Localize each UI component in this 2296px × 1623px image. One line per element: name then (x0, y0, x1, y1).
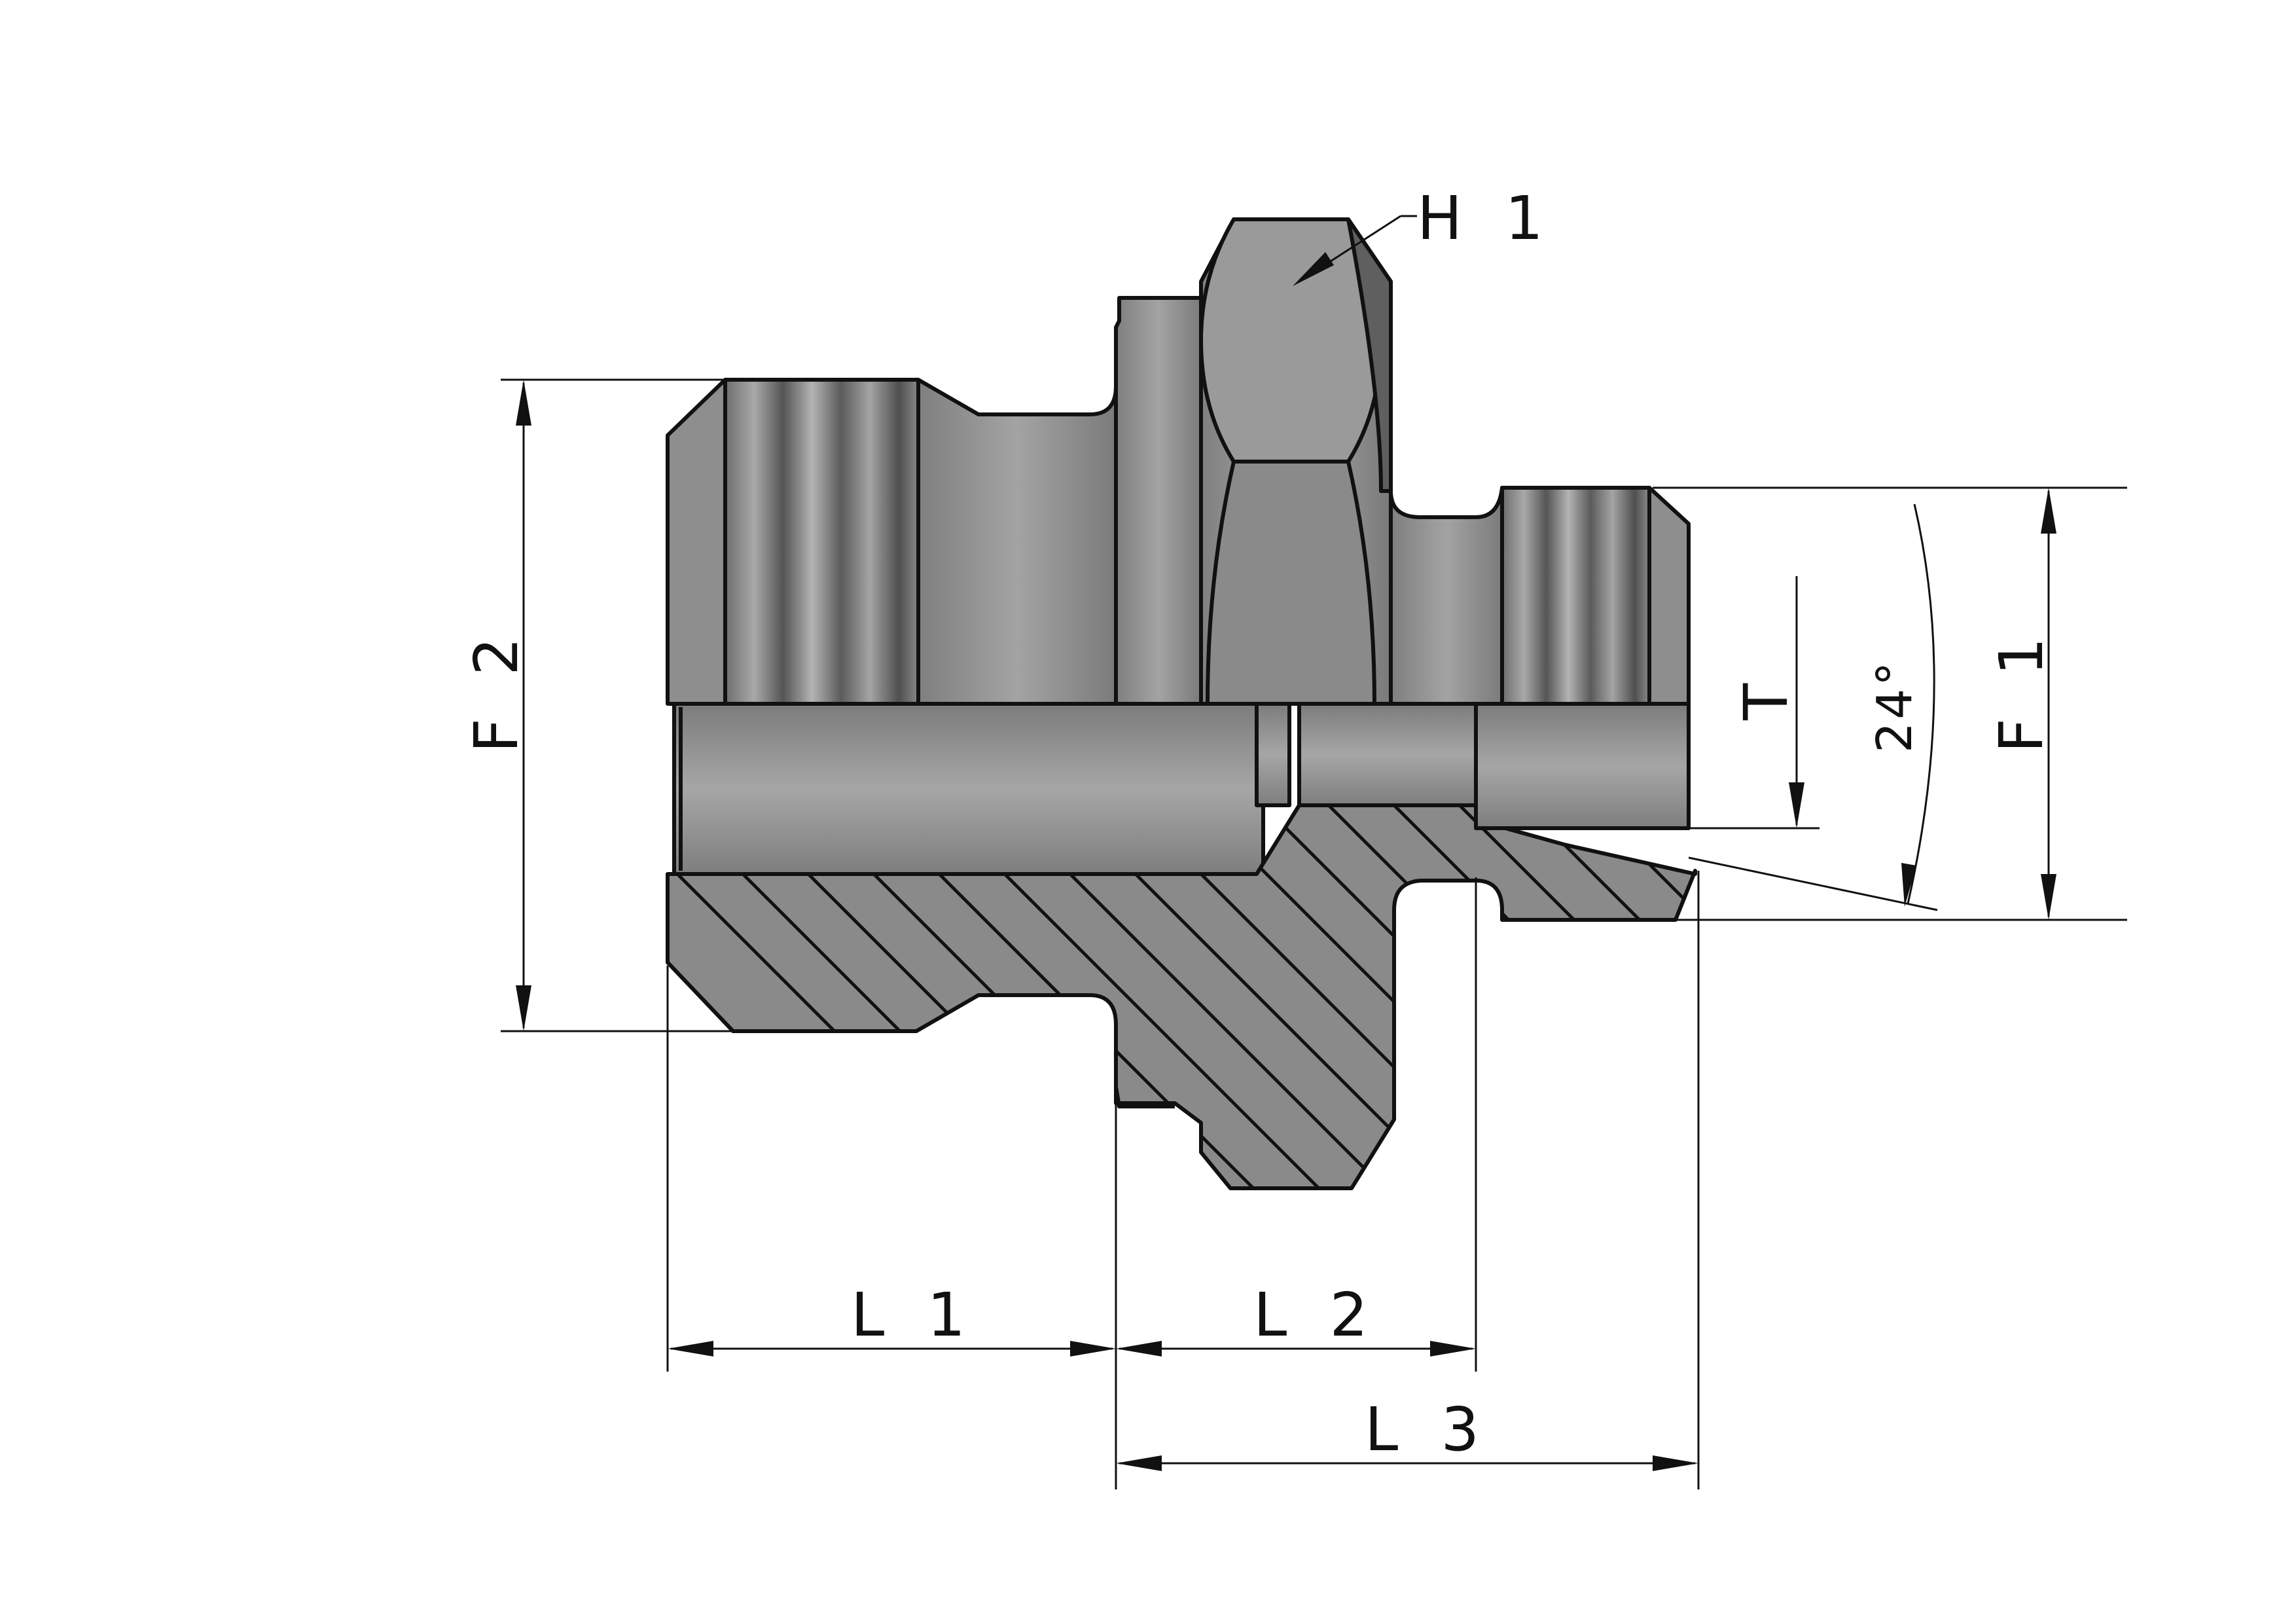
l3-arrow-left (1116, 1455, 1162, 1471)
t-arrow (1789, 782, 1804, 828)
h1-arrow (1293, 252, 1334, 286)
l1-arrow-left (668, 1341, 713, 1357)
t-label: T (1731, 672, 1801, 721)
left-thread (723, 378, 920, 706)
f2-arrow-bottom (516, 985, 531, 1031)
l3-arrow-right (1653, 1455, 1698, 1471)
l2-arrow-left (1116, 1341, 1162, 1357)
right-thread (1500, 486, 1651, 706)
l2-arrow-right (1430, 1341, 1476, 1357)
hex-flat-lower (1206, 460, 1376, 706)
l3-label: L 3 (1365, 1395, 1491, 1465)
bore-cone (1474, 702, 1691, 830)
f1-label: F 1 (1986, 625, 2056, 753)
f1-arrow-bottom (2041, 874, 2056, 920)
f2-arrow-top (516, 380, 531, 426)
dimensions: F 2 F 1 T 24° H 1 L 1 (461, 183, 2127, 1489)
left-neck (916, 378, 1118, 706)
bore-step (1255, 702, 1291, 807)
collar-lower (1114, 1025, 1175, 1108)
f2-label: F 2 (461, 625, 531, 753)
l1-arrow-right (1070, 1341, 1116, 1357)
angle-label: 24° (1867, 659, 1923, 753)
bore-small (1297, 702, 1478, 807)
angle-arrow (1901, 863, 1916, 907)
l1-label: L 1 (851, 1280, 977, 1350)
collar (1114, 296, 1203, 706)
right-neck (1389, 486, 1504, 706)
hex-side (1346, 217, 1393, 493)
right-thread-chamfer (1647, 486, 1691, 706)
h1-label: H 1 (1417, 183, 1555, 253)
left-thread-body (666, 378, 727, 706)
l2-label: L 2 (1253, 1280, 1380, 1350)
fitting-exterior (666, 217, 1691, 706)
f1-arrow-top (2041, 488, 2056, 534)
bore-main (672, 702, 1265, 876)
